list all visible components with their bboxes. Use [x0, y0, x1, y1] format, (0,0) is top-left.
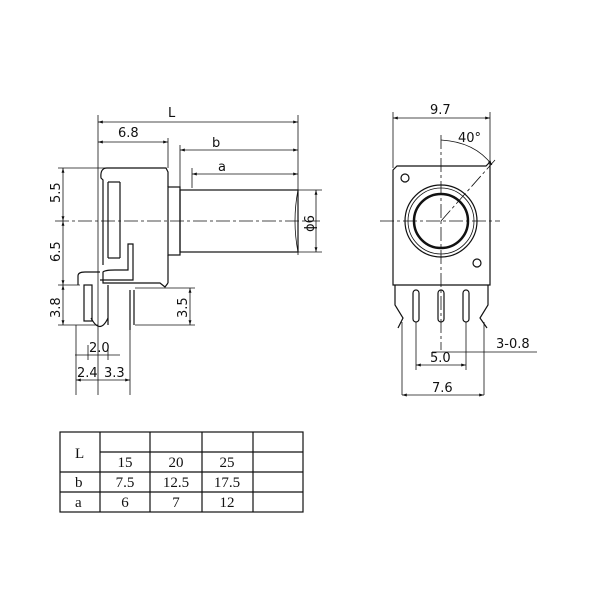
- dim-9-7-label: 9.7: [430, 103, 451, 118]
- dim-2-0-label: 2.0: [89, 341, 110, 356]
- dim-5-0-label: 5.0: [430, 351, 451, 366]
- table-cell: 15: [118, 455, 133, 471]
- dim-b-label: b: [212, 136, 220, 151]
- dim-L-label: L: [168, 106, 176, 121]
- table-cell: 7.5: [116, 475, 135, 491]
- table-cell: 25: [220, 455, 235, 471]
- front-body: [392, 160, 491, 286]
- dim-3-0-8-label: 3-0.8: [496, 337, 530, 352]
- table-cell: 20: [169, 455, 184, 471]
- dim-2-4-label: 2.4: [77, 366, 98, 381]
- angle-label: 40°: [458, 131, 481, 146]
- dim-3-5-label: 3.5: [176, 297, 191, 318]
- table-cell: 7: [172, 495, 180, 511]
- dim-3-8-label: 3.8: [49, 297, 64, 318]
- dimension-table: L 15 20 25 b 7.5 12.5 17.5 a 6 7 12: [59, 431, 304, 513]
- table-header-L: L: [75, 446, 84, 462]
- table-cell: 12.5: [163, 475, 189, 491]
- table-row-label: b: [75, 475, 83, 491]
- dim-6-5-label: 6.5: [49, 241, 64, 262]
- dim-3-3-label: 3.3: [104, 366, 125, 381]
- table-cell: 6: [121, 495, 129, 511]
- side-view: L 6.8 b a ϕ6: [49, 106, 322, 395]
- table-row-label: a: [75, 495, 82, 511]
- dim-phi6-label: ϕ6: [303, 215, 318, 232]
- dim-6-8-label: 6.8: [118, 126, 139, 141]
- table-cell: 17.5: [214, 475, 240, 491]
- dim-5-5-label: 5.5: [49, 182, 64, 203]
- front-view: 9.7 40° 3-0.8 5.0 7.6: [380, 103, 537, 397]
- dim-a-label: a: [218, 160, 226, 175]
- table-cell: 12: [220, 495, 235, 511]
- dim-7-6-label: 7.6: [432, 381, 453, 396]
